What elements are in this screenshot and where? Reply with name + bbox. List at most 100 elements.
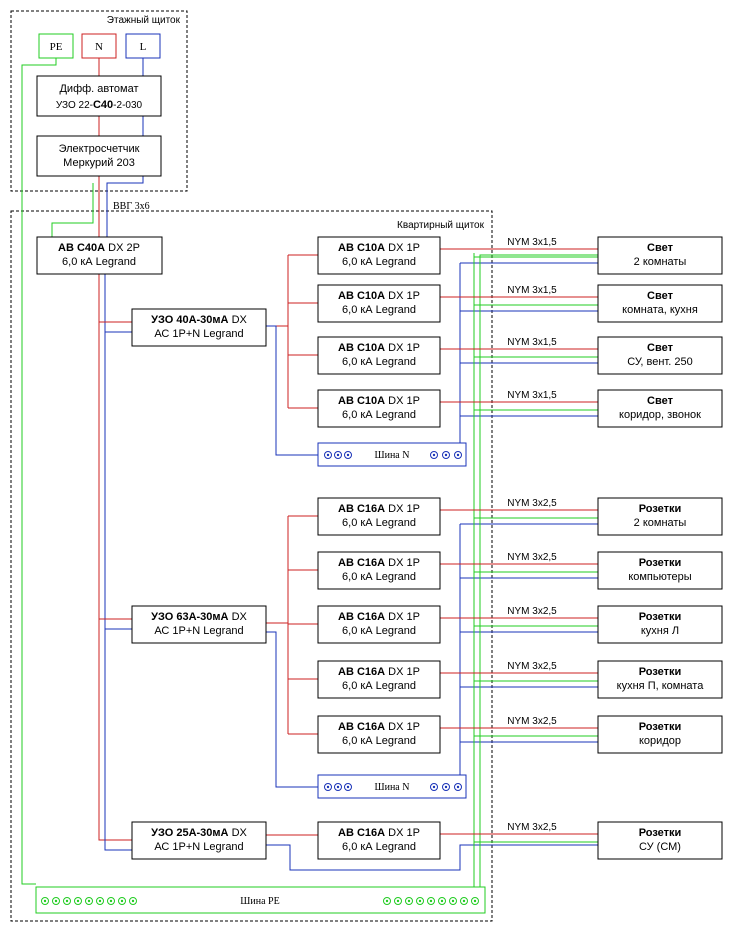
- screw-icon: [451, 899, 455, 903]
- rcd-box: [131, 308, 267, 347]
- cable-label: NYM 3х2,5: [507, 822, 557, 833]
- breaker-line1: АВ С16А DX 1P: [338, 827, 420, 839]
- load-title: Свет: [647, 242, 674, 254]
- wire-neutral-bus: [104, 274, 132, 851]
- screw-icon: [109, 899, 113, 903]
- neutral-bus: [317, 774, 467, 799]
- cable-label: NYM 3х2,5: [507, 716, 557, 727]
- rcd-series: DX: [229, 827, 248, 839]
- pe-terminal: [38, 33, 74, 59]
- rcd-line1: УЗО 25А-30мА DX: [151, 827, 247, 839]
- screw-icon: [87, 899, 91, 903]
- load-desc: комната, кухня: [622, 304, 698, 316]
- screw-icon: [462, 899, 466, 903]
- breaker-box: [317, 551, 441, 590]
- load-desc: кухня Л: [641, 625, 679, 637]
- screw-icon: [346, 453, 350, 457]
- breaker-line2: 6,0 кА Legrand: [342, 256, 416, 268]
- load-title: Розетки: [639, 721, 682, 733]
- screw-icon: [473, 899, 477, 903]
- rcd-line2: АС 1P+N Legrand: [154, 328, 243, 340]
- breaker-line1: АВ С10А DX 1P: [338, 290, 420, 302]
- screw-icon: [407, 899, 411, 903]
- diff-breaker-line1: Дифф. автомат: [59, 83, 138, 95]
- breaker-line2: 6,0 кА Legrand: [342, 571, 416, 583]
- breaker-line1: АВ С16А DX 1P: [338, 611, 420, 623]
- breaker-series: DX 1P: [385, 827, 420, 839]
- cable-label: NYM 3х1,5: [507, 390, 557, 401]
- screw-icon: [440, 899, 444, 903]
- neutral-bus-label: Шина N: [375, 450, 410, 461]
- neutral-bus: [317, 442, 467, 467]
- breaker-box: [317, 236, 441, 275]
- screw-icon: [326, 453, 330, 457]
- breaker-rating: АВ С16А: [338, 721, 385, 733]
- breaker-rating: АВ С16А: [338, 557, 385, 569]
- screw-icon: [432, 453, 436, 457]
- screw-icon: [76, 899, 80, 903]
- load-box: [597, 715, 723, 754]
- breaker-rating: АВ С10А: [338, 395, 385, 407]
- diff-breaker-box: [36, 75, 162, 117]
- screw-icon: [65, 899, 69, 903]
- main-breaker-line1: АВ С40А DX 2P: [58, 242, 140, 254]
- rcd-line1: УЗО 63А-30мА DX: [151, 611, 247, 623]
- n-terminal-label: N: [95, 41, 103, 53]
- breaker-line2: 6,0 кА Legrand: [342, 517, 416, 529]
- load-title: Розетки: [639, 827, 682, 839]
- breaker-rating: АВ С10А: [338, 290, 385, 302]
- breaker-box: [317, 497, 441, 536]
- neutral-bus-group: Шина N Шина N: [317, 442, 467, 799]
- pe-bus-screws: [41, 897, 479, 905]
- rcd-series: DX: [229, 611, 248, 623]
- wire-rcd2-neutral: [266, 631, 318, 788]
- screw-icon: [432, 785, 436, 789]
- rcd-series: DX: [229, 314, 248, 326]
- screw-icon: [429, 899, 433, 903]
- load-desc: коридор: [639, 735, 681, 747]
- cable-label: NYM 3х1,5: [507, 285, 557, 296]
- screw-icon: [336, 453, 340, 457]
- rcd-rating: УЗО 25А-30мА: [151, 827, 228, 839]
- breaker-series: DX 1P: [385, 290, 420, 302]
- breaker-line2: 6,0 кА Legrand: [342, 356, 416, 368]
- cable-label: NYM 3х2,5: [507, 498, 557, 509]
- load-box: [597, 551, 723, 590]
- screw-icon: [43, 899, 47, 903]
- screw-icon: [396, 899, 400, 903]
- load-box: [597, 497, 723, 536]
- screw-icon: [418, 899, 422, 903]
- breaker-box: [317, 389, 441, 428]
- breaker-rating: АВ С16А: [338, 611, 385, 623]
- load-title: Розетки: [639, 557, 682, 569]
- cable-label: NYM 3х1,5: [507, 237, 557, 248]
- meter-line1: Электросчетчик: [59, 143, 140, 155]
- load-desc: коридор, звонок: [619, 409, 701, 421]
- neutral-bus-label: Шина N: [375, 782, 410, 793]
- breaker-series: DX 1P: [385, 242, 420, 254]
- breaker-series: DX 1P: [385, 611, 420, 623]
- screw-icon: [120, 899, 124, 903]
- breaker-box: [317, 821, 441, 860]
- cable-label: NYM 3х1,5: [507, 337, 557, 348]
- apartment-panel-frame: [10, 210, 493, 922]
- load-box: [597, 660, 723, 699]
- screw-icon: [456, 453, 460, 457]
- load-title: Свет: [647, 290, 674, 302]
- wire-pe-trunk2: [479, 254, 598, 887]
- screw-icon: [385, 899, 389, 903]
- wire-rcd1-neutral: [266, 325, 318, 456]
- wire-pe-cable: [51, 183, 94, 237]
- breaker-box: [317, 660, 441, 699]
- breaker-series: DX 1P: [385, 721, 420, 733]
- load-title: Розетки: [639, 503, 682, 515]
- screw-icon: [326, 785, 330, 789]
- screw-icon: [131, 899, 135, 903]
- screw-icon: [444, 453, 448, 457]
- main-breaker-line2: 6,0 кА Legrand: [62, 256, 136, 268]
- breaker-series: DX 1P: [385, 557, 420, 569]
- load-title: Розетки: [639, 611, 682, 623]
- wire-rcd3-neutral: [266, 844, 598, 871]
